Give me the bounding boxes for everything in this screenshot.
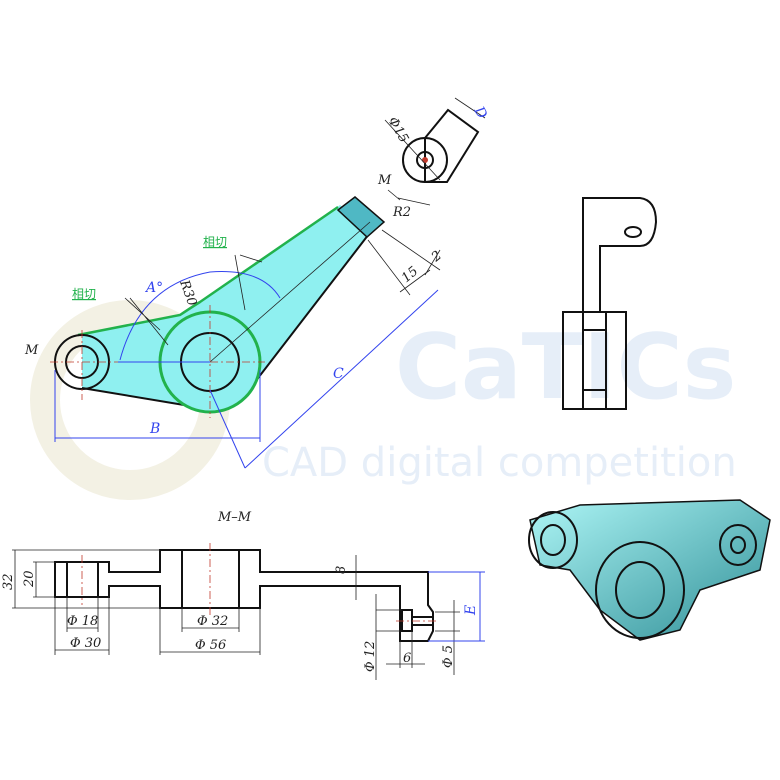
- watermark: CaTICs CAD digital competition: [30, 300, 737, 500]
- section-title: M–M: [217, 510, 252, 525]
- fillet-radius-label: R30: [176, 277, 199, 308]
- dim-e: E: [463, 605, 479, 616]
- tangent-label-left: 相切: [72, 287, 96, 301]
- dim-phi12: Φ 12: [363, 641, 378, 672]
- dim-8: 8: [334, 566, 349, 574]
- tangent-label-right: 相切: [203, 235, 227, 249]
- top-view: M M 相切 相切 A° R30 R2 15 2 B C: [24, 173, 445, 469]
- dim-32: 32: [1, 573, 16, 590]
- watermark-title: CaTICs: [395, 315, 736, 420]
- section-mark-right: M: [377, 173, 392, 188]
- dim-phi32: Φ 32: [197, 614, 228, 629]
- dim-c: C: [333, 366, 344, 382]
- section-view: M–M 32 20 Φ 18 Φ 30 Φ 32 Φ 56 8 Φ 12 6 Φ…: [1, 510, 485, 680]
- isometric-view: [528, 499, 771, 641]
- dim-phi30: Φ 30: [70, 636, 101, 651]
- section-mark-left: M: [24, 343, 39, 358]
- dim-20: 20: [22, 570, 37, 588]
- dim-phi5: Φ 5: [441, 645, 456, 668]
- dim-phi56: Φ 56: [195, 638, 226, 653]
- watermark-subtitle: CAD digital competition: [262, 440, 737, 486]
- detail-diameter: Φ15: [385, 115, 412, 146]
- dim-d: D: [470, 103, 490, 122]
- dim-phi18: Φ 18: [67, 614, 98, 629]
- angle-label: A°: [144, 280, 163, 296]
- end-radius-label: R2: [392, 205, 411, 220]
- dim-6: 6: [403, 651, 411, 666]
- detail-view: Φ15 D: [385, 97, 490, 183]
- dim-b: B: [149, 421, 160, 437]
- side-view: [562, 197, 658, 410]
- dim-15: 15: [399, 264, 421, 286]
